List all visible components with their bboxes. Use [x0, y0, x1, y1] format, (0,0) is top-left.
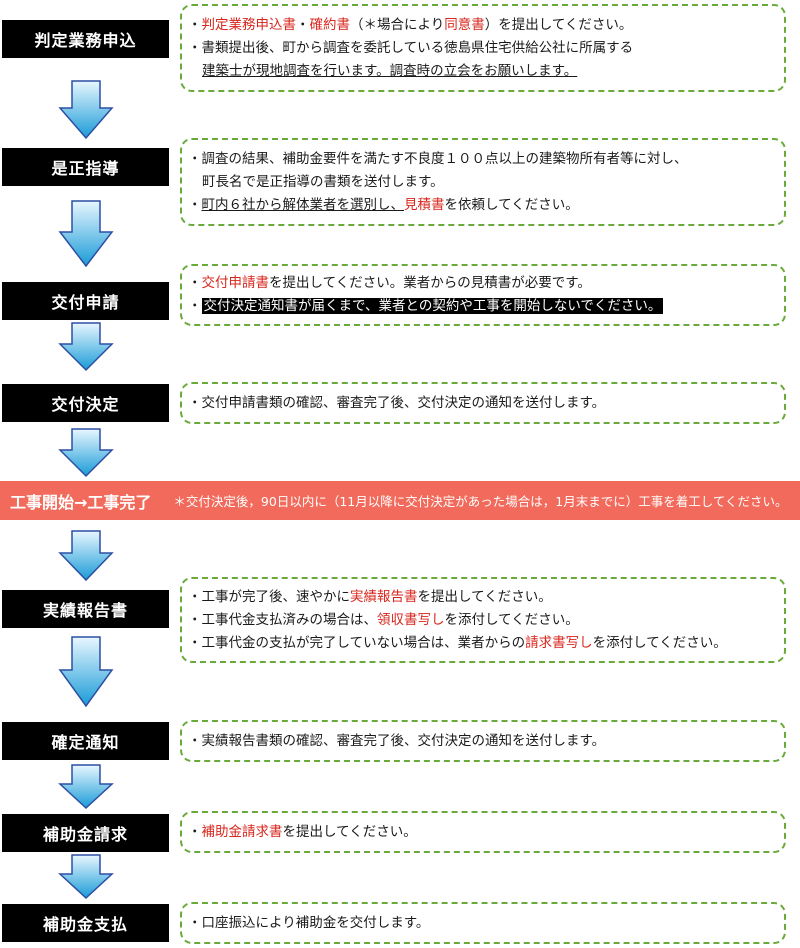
- box-line: ・書類提出後、町から調査を委託している徳島県住宅供給公社に所属する: [188, 39, 634, 56]
- step-label-confirmation-notice: 確定通知: [2, 722, 169, 760]
- down-arrow-icon: [58, 530, 114, 582]
- box-line: ・調査の結果、補助金要件を満たす不良度１００点以上の建築物所有者等に対し、: [188, 150, 688, 167]
- box-line: ・工事代金支払済みの場合は、領収書写しを添付してください。: [188, 611, 579, 628]
- step-label-application: 判定業務申込: [2, 20, 169, 58]
- down-arrow-icon: [58, 636, 114, 708]
- step-box-grant-decision: ・交付申請書類の確認、審査完了後、交付決定の通知を送付します。: [180, 382, 786, 424]
- step-box-subsidy-request: ・補助金請求書を提出してください。: [180, 811, 786, 853]
- box-line: ・判定業務申込書・確約書（＊場合により同意書）を提出してください。: [188, 16, 633, 33]
- box-line: ・交付申請書を提出してください。業者からの見積書が必要です。: [188, 275, 591, 291]
- step-label-subsidy-request: 補助金請求: [2, 814, 169, 852]
- step-box-application: ・判定業務申込書・確約書（＊場合により同意書）を提出してください。 ・書類提出後…: [180, 4, 786, 92]
- step-box-confirmation-notice: ・実績報告書類の確認、審査完了後、交付決定の通知を送付します。: [180, 720, 786, 762]
- step-label-correction-guidance: 是正指導: [2, 148, 169, 186]
- step-label-grant-decision: 交付決定: [2, 384, 169, 422]
- construction-banner: 工事開始→工事完了 ＊交付決定後，90日以内に（11月以降に交付決定があった場合…: [0, 481, 800, 520]
- down-arrow-icon: [58, 854, 114, 900]
- box-line: ・交付決定通知書が届くまで、業者との契約や工事を開始しないでください。: [188, 298, 664, 314]
- box-line: 町長名で是正指導の書類を送付します。: [202, 173, 444, 190]
- box-line: ・町内６社から解体業者を選別し、見積書を依頼してください。: [188, 196, 579, 213]
- step-label-subsidy-payment: 補助金支払: [2, 904, 169, 942]
- step-label-grant-application: 交付申請: [2, 282, 169, 320]
- box-line: ・実績報告書類の確認、審査完了後、交付決定の通知を送付します。: [188, 732, 606, 749]
- down-arrow-icon: [58, 322, 114, 372]
- box-line: ・交付申請書類の確認、審査完了後、交付決定の通知を送付します。: [188, 394, 606, 411]
- box-line: ・工事代金の支払が完了していない場合は、業者からの請求書写しを添付してください。: [188, 634, 727, 651]
- step-box-correction-guidance: ・調査の結果、補助金要件を満たす不良度１００点以上の建築物所有者等に対し、 町長…: [180, 138, 786, 226]
- box-line: ・口座振込により補助金を交付します。: [188, 914, 430, 931]
- box-line: ・工事が完了後、速やかに実績報告書を提出してください。: [188, 588, 552, 605]
- step-box-subsidy-payment: ・口座振込により補助金を交付します。: [180, 902, 786, 944]
- down-arrow-icon: [58, 428, 114, 478]
- step-box-grant-application: ・交付申請書を提出してください。業者からの見積書が必要です。 ・交付決定通知書が…: [180, 264, 786, 326]
- down-arrow-icon: [58, 200, 114, 268]
- box-line: ・補助金請求書を提出してください。: [188, 823, 417, 840]
- step-label-performance-report: 実績報告書: [2, 590, 169, 628]
- banner-title: 工事開始→工事完了: [10, 492, 152, 512]
- step-box-performance-report: ・工事が完了後、速やかに実績報告書を提出してください。 ・工事代金支払済みの場合…: [180, 577, 786, 663]
- banner-note: ＊交付決定後，90日以内に（11月以降に交付決定があった場合は，1月末までに）工…: [173, 494, 788, 509]
- down-arrow-icon: [58, 764, 114, 810]
- down-arrow-icon: [58, 80, 114, 140]
- box-line: 建築士が現地調査を行います。調査時の立会をお願いします。: [202, 62, 578, 79]
